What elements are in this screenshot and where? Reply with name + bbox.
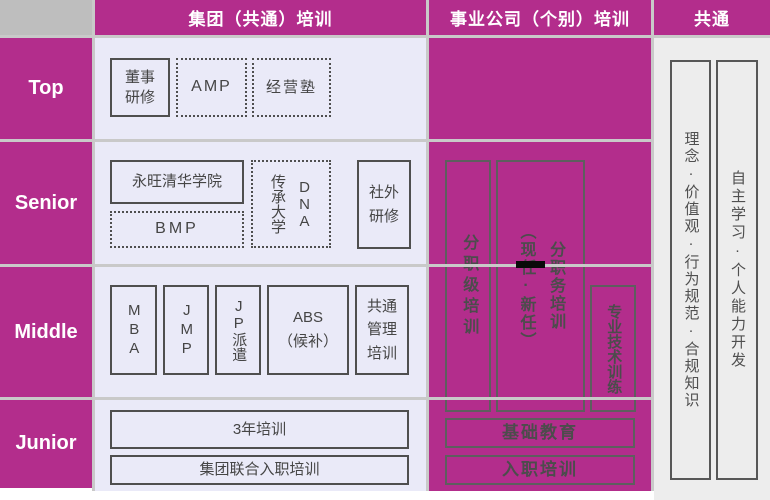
box-external-training-label: 社外 研修: [368, 183, 399, 225]
box-self-development-label: 自主学习·个人能力开发: [729, 170, 746, 370]
box-dna-university-label: DNA 传承大学: [269, 174, 313, 234]
header-group-training: 集团（共通）培训: [95, 0, 426, 35]
box-training-by-grade-label: 分职级培训: [460, 233, 478, 339]
box-technical-training: 专业技术训练: [590, 285, 636, 412]
box-abs-candidate-label: ABS （候补）: [277, 309, 338, 350]
row-label-junior-text: Junior: [15, 432, 77, 454]
row-label-top-text: Top: [28, 77, 64, 99]
box-technical-training-label: 专业技术训练: [605, 303, 623, 394]
divider-vertical-business-common: [651, 0, 654, 491]
box-abs-candidate: ABS （候补）: [267, 285, 349, 375]
box-amp: AMP: [176, 58, 247, 117]
box-common-management: 共通 管理 培训: [355, 285, 409, 375]
box-academy: 永旺清华学院: [110, 160, 244, 204]
box-academy-label: 永旺清华学院: [131, 173, 222, 191]
divider-header: [0, 35, 770, 38]
box-onboarding-training: 入职培训: [445, 455, 635, 485]
box-joint-onboarding: 集团联合入职培训: [110, 455, 409, 485]
box-bmp: BMP: [110, 211, 244, 248]
redaction-mark: [516, 261, 545, 268]
box-management-school: 经营塾: [252, 58, 331, 117]
box-training-by-role: 分职务培训 （现任·新任）: [496, 160, 585, 412]
box-amp-label: AMP: [191, 78, 232, 96]
row-label-top: Top: [0, 38, 92, 139]
box-dna-university: DNA 传承大学: [251, 160, 331, 248]
header-common: 共通: [654, 0, 770, 35]
box-director-training-label: 董事 研修: [124, 69, 155, 106]
divider-top-senior: [0, 139, 651, 142]
box-common-management-label: 共通 管理 培训: [366, 298, 397, 362]
box-mba: MBA: [110, 285, 157, 375]
row-label-junior: Junior: [0, 400, 92, 487]
box-onboarding-training-label: 入职培训: [502, 459, 578, 479]
box-jp-dispatch-label: JP派遣: [230, 298, 248, 362]
row-label-middle: Middle: [0, 267, 92, 397]
box-management-school-label: 经营塾: [265, 78, 317, 96]
box-joint-onboarding-label: 集团联合入职培训: [199, 461, 320, 479]
header-business-training-label: 事业公司（个别）培训: [450, 10, 630, 29]
row-label-senior-text: Senior: [14, 191, 78, 214]
box-three-year-training-label: 3年培训: [232, 420, 287, 438]
box-jmp-label: JMP: [178, 301, 196, 359]
box-basic-education-label: 基础教育: [502, 422, 578, 442]
box-self-development: 自主学习·个人能力开发: [716, 60, 758, 480]
box-jp-dispatch: JP派遣: [215, 285, 261, 375]
box-training-by-role-label: 分职务培训 （现任·新任）: [517, 222, 565, 350]
box-philosophy-values: 理念·价值观·行为规范·合规知识: [670, 60, 711, 480]
box-mba-label: MBA: [125, 301, 143, 359]
divider-senior-middle: [0, 264, 651, 267]
divider-vertical-labels: [92, 0, 95, 491]
box-jmp: JMP: [163, 285, 209, 375]
corner-spacer: [0, 0, 92, 35]
box-basic-education: 基础教育: [445, 418, 635, 448]
header-common-label: 共通: [694, 10, 730, 29]
box-external-training: 社外 研修: [357, 160, 411, 249]
row-label-middle-text: Middle: [14, 320, 78, 343]
row-label-column-bg: [0, 38, 92, 488]
common-column-bg: [654, 38, 770, 500]
divider-vertical-group-business: [426, 0, 429, 491]
box-philosophy-values-label: 理念·价值观·行为规范·合规知识: [682, 131, 700, 409]
row-label-senior: Senior: [0, 142, 92, 264]
box-training-by-grade: 分职级培训: [445, 160, 491, 412]
divider-middle-junior: [0, 397, 651, 400]
header-business-training: 事业公司（个别）培训: [429, 0, 651, 35]
box-director-training: 董事 研修: [110, 58, 170, 117]
box-bmp-label: BMP: [155, 220, 199, 238]
header-group-training-label: 集团（共通）培训: [188, 10, 333, 29]
box-three-year-training: 3年培训: [110, 410, 409, 449]
